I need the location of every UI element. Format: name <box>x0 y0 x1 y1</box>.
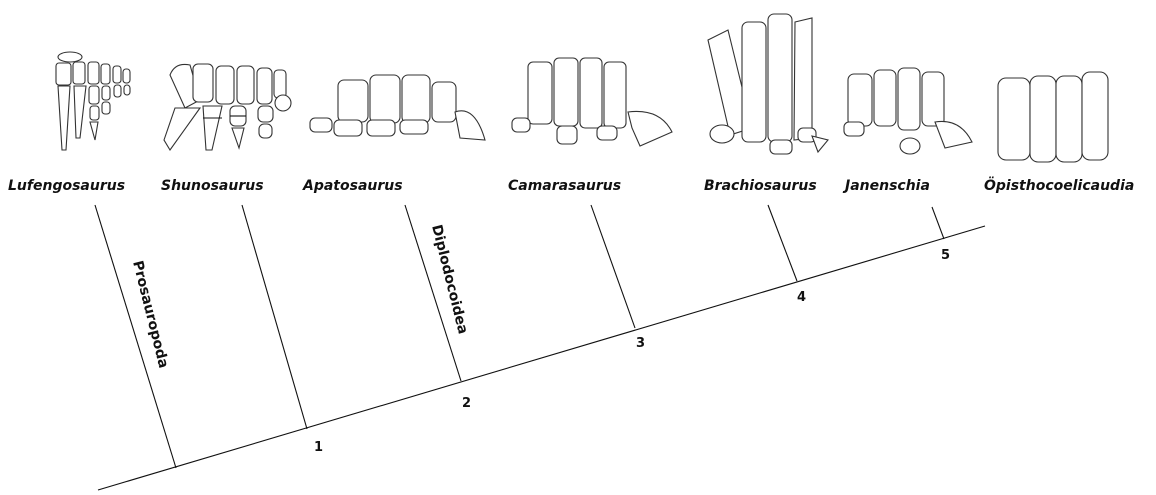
taxon-label-brachiosaurus: Brachiosaurus <box>704 178 817 194</box>
clade-label-diplodocoidea: Diplodocoidea <box>428 223 471 336</box>
branch-janenschia <box>932 207 944 239</box>
node-number-2: 2 <box>462 396 471 411</box>
node-number-4: 4 <box>797 290 806 305</box>
apatosaurus-hand-icon <box>310 75 485 140</box>
taxon-label-apatosaurus: Apatosaurus <box>302 178 403 194</box>
branch-shunosaurus <box>242 205 307 429</box>
branch-brachiosaurus <box>768 205 797 281</box>
lufengosaurus-hand-icon <box>56 52 130 150</box>
taxon-label-opisthocoelicaudia: Öpisthocoelicaudia <box>984 176 1134 194</box>
taxon-label-lufengosaurus: Lufengosaurus <box>8 178 125 194</box>
branch-camarasaurus <box>591 205 635 328</box>
taxon-label-shunosaurus: Shunosaurus <box>161 178 264 194</box>
camarasaurus-hand-icon <box>512 58 672 146</box>
janenschia-hand-icon <box>844 68 972 154</box>
node-number-5: 5 <box>941 248 950 263</box>
brachiosaurus-hand-icon <box>708 14 828 154</box>
cladogram-backbone <box>98 226 985 490</box>
shunosaurus-hand-icon <box>164 64 291 150</box>
taxon-label-janenschia: Janenschia <box>842 178 930 194</box>
node-number-3: 3 <box>636 336 645 351</box>
opisthocoelicaudia-hand-icon <box>998 72 1108 162</box>
node-number-1: 1 <box>314 440 323 455</box>
clade-label-prosauropoda: Prosauropoda <box>129 259 171 370</box>
taxon-label-camarasaurus: Camarasaurus <box>508 178 621 194</box>
